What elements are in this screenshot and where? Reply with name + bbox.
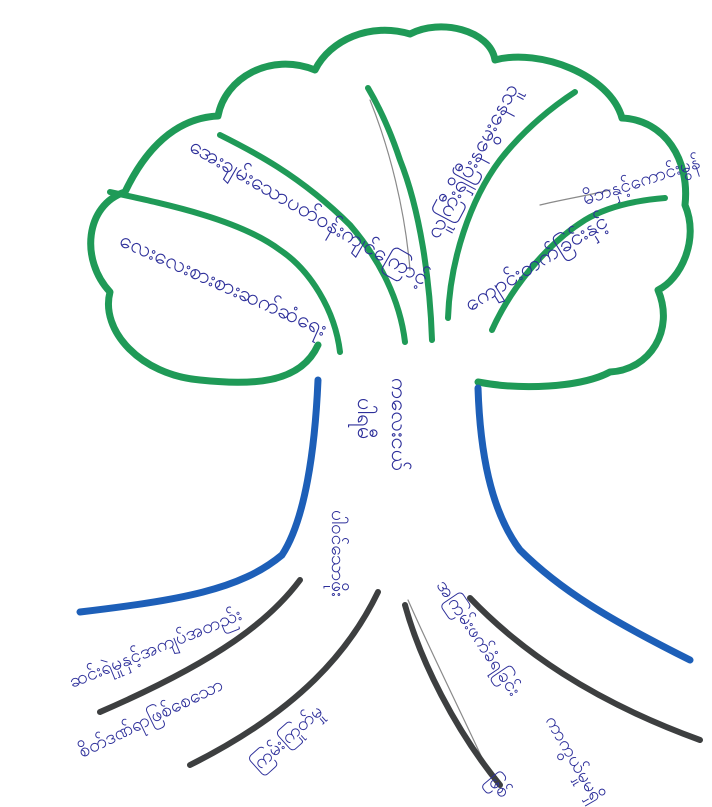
tree-branch-3 [368,88,432,340]
root-label-5: ကာကွယ်မှုမရှိ [537,711,608,807]
trunk-label-1: ပါရမီ [348,398,378,440]
branch-label-3: လူကြီးရှိပြီးနမွေးနေသူ [419,78,528,245]
trunk-left [80,380,318,612]
branch-label-4: ကျောင်းတက်ခြင်းနှင့် [459,207,615,321]
trunk-label-3: ပါဝင်သောဖိုး [323,510,350,597]
trunk-right [478,388,690,660]
root-label-3: ကြမ်းကြုတ်မှု [245,699,330,779]
trunk-label-2: ကလေးငယ် [386,378,412,471]
branch-label-1: လေးလေးစားစားဆက်ဆံရေး [114,227,331,346]
root-label-6: ဖြစ် [479,768,516,805]
